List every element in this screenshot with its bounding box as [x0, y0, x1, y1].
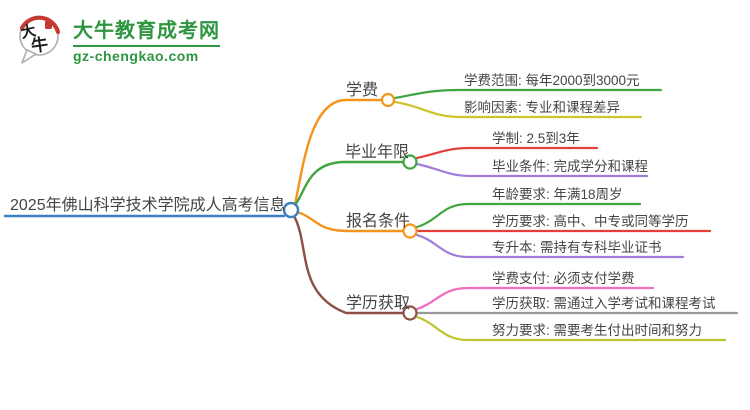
central-node-circle	[282, 201, 300, 219]
svg-text:牛: 牛	[30, 34, 50, 57]
site-domain: gz-chengkao.com	[73, 48, 199, 64]
site-name: 大牛教育成考网	[73, 20, 220, 47]
subtopic-age-requirement[interactable]: 年龄要求: 年满18周岁	[492, 187, 623, 202]
subline-effort-requirement	[415, 315, 727, 342]
subline-fee-payment	[415, 286, 655, 311]
subtopic-fee-payment[interactable]: 学费支付: 必须支付学费	[492, 271, 635, 286]
branch-tuition[interactable]: 学费	[346, 82, 379, 99]
subtopic-tuition-range[interactable]: 学费范围: 每年2000到3000元	[464, 73, 640, 88]
subline-age-requirement	[415, 202, 642, 229]
branch-line-tuition	[293, 98, 383, 206]
subline-upgrade-requirement	[415, 233, 685, 259]
subline-graduation-conditions	[415, 162, 649, 178]
subtopic-education-requirement[interactable]: 学历要求: 高中、中专或同等学历	[492, 214, 689, 229]
branch-degree[interactable]: 学历获取	[346, 295, 411, 312]
branch-line-graduation-years	[293, 160, 405, 207]
node-circle-tuition	[380, 92, 396, 108]
subtopic-graduation-conditions[interactable]: 毕业条件: 完成学分和课程	[492, 159, 649, 174]
branch-line-registration	[295, 210, 405, 233]
subline-influencing-factors	[393, 100, 643, 119]
node-circle-graduation-years	[402, 154, 418, 170]
site-logo: 大 牛 大牛教育成考网 gz-chengkao.com	[14, 11, 220, 67]
daniu-logo-icon: 大 牛	[19, 15, 61, 64]
subline-schooling-length	[415, 146, 599, 160]
svg-text:大: 大	[19, 21, 37, 42]
branch-registration[interactable]: 报名条件	[346, 213, 411, 230]
subline-tuition-range	[393, 88, 663, 100]
logo-text-block: 大牛教育成考网 gz-chengkao.com	[73, 20, 220, 65]
subtopic-effort-requirement[interactable]: 努力要求: 需要考生付出时间和努力	[492, 323, 703, 338]
subtopic-schooling-length[interactable]: 学制: 2.5到3年	[492, 131, 580, 146]
subtopic-upgrade-requirement[interactable]: 专升本: 需持有专科毕业证书	[492, 240, 662, 255]
branch-line-degree	[292, 214, 405, 315]
node-circle-degree	[402, 305, 418, 321]
subtopic-influencing-factors[interactable]: 影响因素: 专业和课程差异	[464, 100, 621, 115]
central-topic[interactable]: 2025年佛山科学技术学院成人高考信息	[10, 197, 286, 214]
subtopic-degree-acquisition[interactable]: 学历获取: 需通过入学考试和课程考试	[492, 296, 716, 311]
node-circle-registration	[402, 223, 418, 239]
branch-graduation-years[interactable]: 毕业年限	[345, 144, 410, 161]
